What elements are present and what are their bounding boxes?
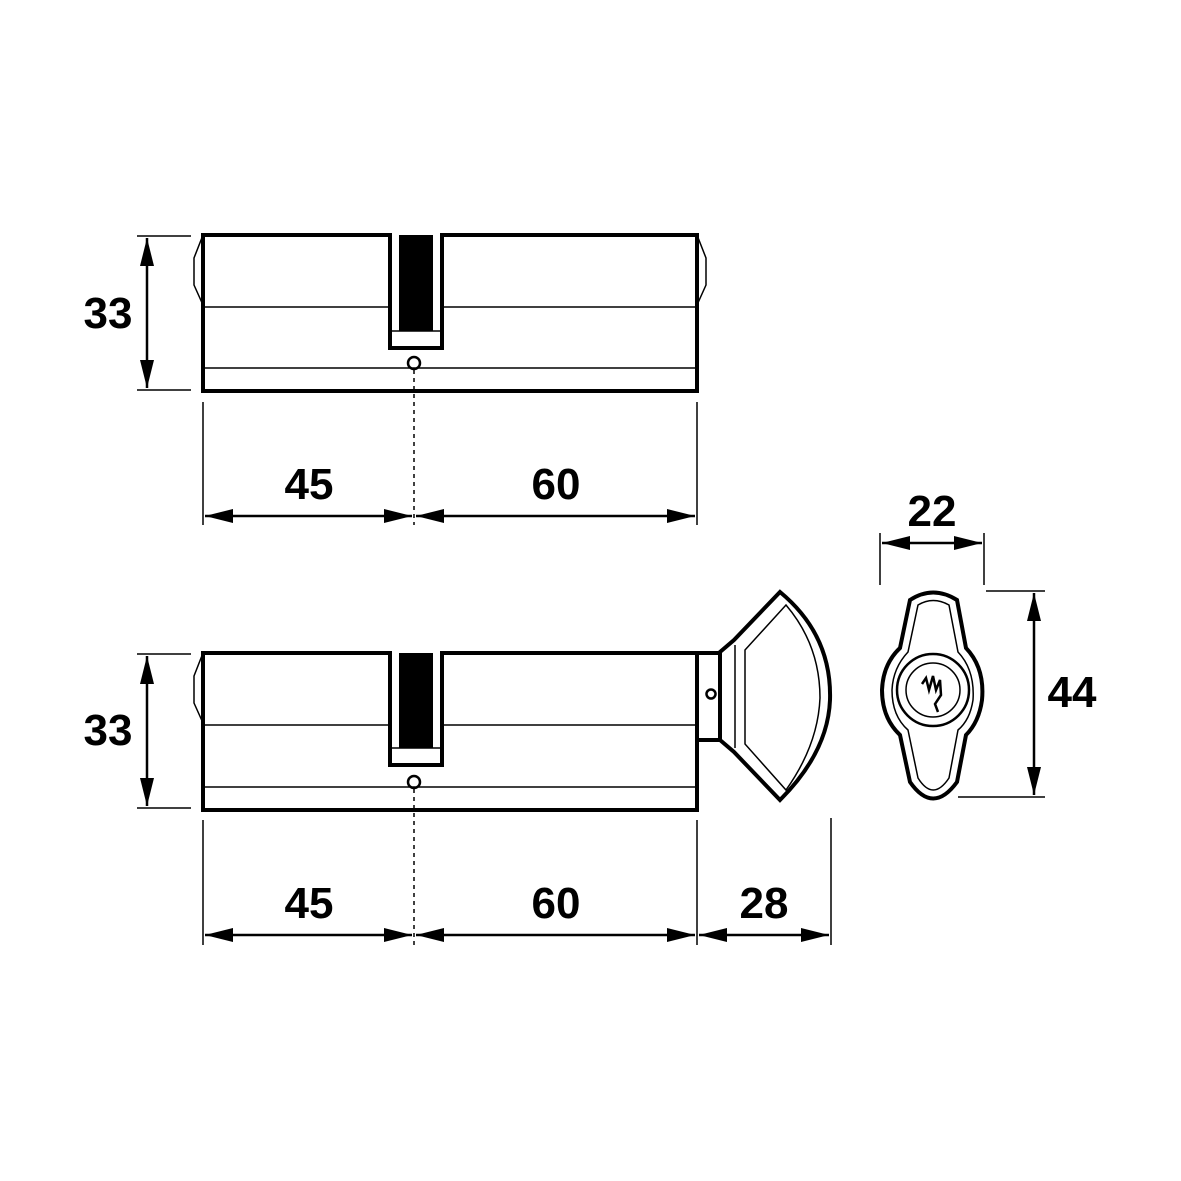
end-width-label: 22 [908, 487, 957, 536]
bottom-cylinder-body [201, 651, 699, 812]
top-cylinder-left-bevel [193, 234, 204, 306]
top-cam [399, 235, 433, 331]
bottom-left-length-label: 45 [285, 879, 334, 928]
bottom-cam [399, 653, 433, 748]
top-height-label: 33 [84, 289, 133, 338]
end-profile-view [879, 590, 985, 801]
top-screw-hole [406, 355, 422, 371]
top-left-length-label: 45 [285, 460, 334, 509]
end-width-dimension: 22 [879, 487, 985, 585]
keyway-icon [920, 674, 943, 713]
thumb-turn-knob-inner [744, 603, 821, 792]
top-length-dimensions: 45 60 [202, 402, 698, 525]
end-profile-inner-outline [891, 599, 974, 791]
bottom-right-length-label: 60 [532, 879, 581, 928]
bottom-knob-length-label: 28 [740, 879, 789, 928]
bottom-screw-hole [406, 774, 422, 790]
bottom-height-label: 33 [84, 706, 133, 755]
bottom-length-dimensions: 45 60 28 [202, 818, 832, 945]
end-plug-inner [905, 662, 961, 718]
top-cylinder-right-bevel [696, 234, 707, 306]
bottom-height-dimension: 33 [84, 653, 191, 809]
end-profile-outline [879, 590, 985, 801]
end-height-dimension: 44 [958, 590, 1097, 798]
top-cylinder-view [193, 233, 707, 525]
bottom-cylinder-view [193, 589, 833, 945]
thumb-turn-knob [718, 589, 833, 803]
thumb-turn-pin [705, 688, 717, 700]
top-right-length-label: 60 [532, 460, 581, 509]
end-height-label: 44 [1048, 668, 1097, 717]
end-plug-outer [895, 652, 971, 728]
top-height-dimension: 33 [84, 235, 191, 391]
bottom-cylinder-left-bevel [193, 652, 204, 724]
top-cylinder-body [201, 233, 699, 393]
